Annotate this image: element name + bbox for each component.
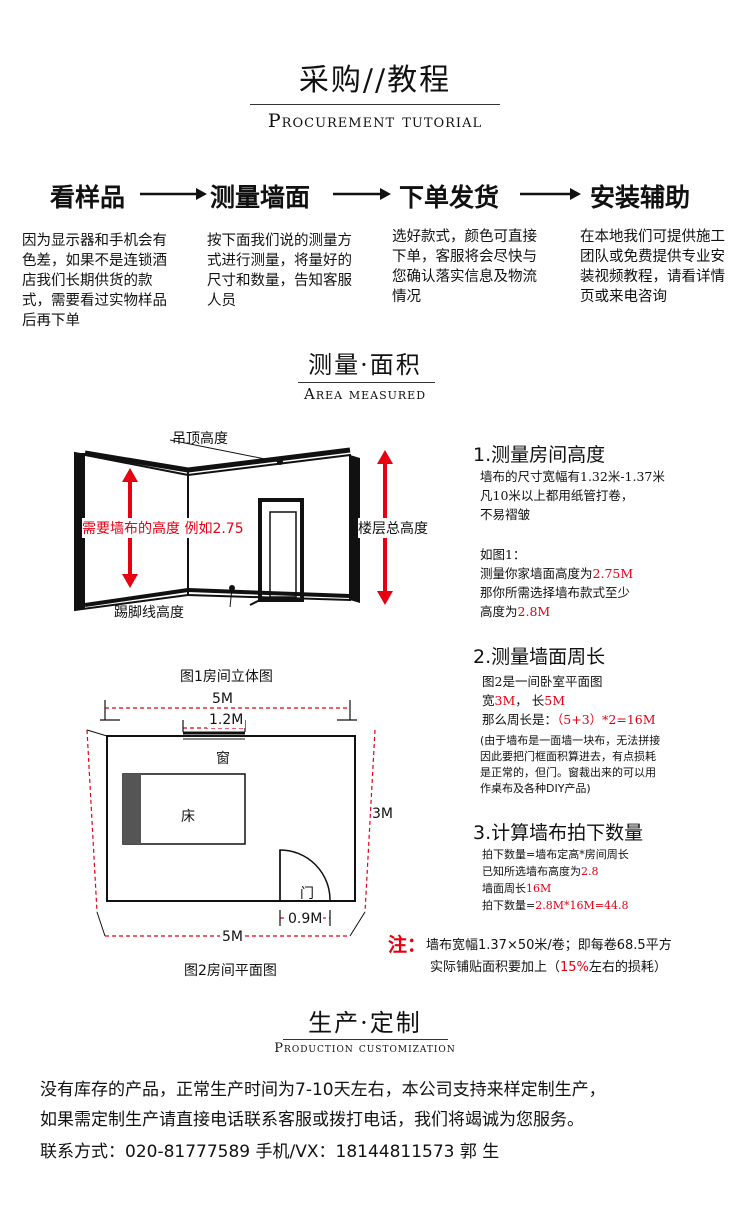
example-line-1: 测量你家墙面高度为2.75M <box>480 566 634 581</box>
step-3-desc: 选好款式，颜色可直接下单，客服将会尽快与您确认落实信息及物流情况 <box>392 229 537 305</box>
title-divider <box>250 104 500 105</box>
example-label: 如图1： <box>480 547 526 562</box>
example-line-3: 高度为2.8M <box>480 604 551 619</box>
plan-bottom-width: 5M <box>220 929 245 945</box>
plan-door-width: 0.9M <box>287 911 324 927</box>
section3-line-4: 拍下数量=2.8M*16M=44.8 <box>482 899 629 912</box>
fig1-caption: 图1房间立体图 <box>180 669 273 685</box>
step-arrows <box>140 188 581 200</box>
arrow-right-icon <box>333 188 391 200</box>
section1-line: 凡10米以上都用纸管打卷， <box>480 488 634 503</box>
area-subtitle: Area measured <box>303 385 427 403</box>
page-title: 采购//教程 <box>298 63 452 98</box>
area-title: 测量·面积 <box>308 351 422 379</box>
plan-top-width: 5M <box>210 691 235 707</box>
step-3-label: 下单发货 <box>399 183 500 212</box>
section2-body: 图2是一间卧室平面图 宽3M， 长5M 那么周长是：（5+3）*2=16M <box>482 672 656 729</box>
step-1-desc: 因为显示器和手机会有色差，如果不是连锁酒店我们长期供货的款式，需要看过实物样品后… <box>22 233 167 329</box>
arrow-right-icon <box>520 188 581 200</box>
ceiling-height-label: 吊顶高度 <box>172 431 228 447</box>
section3-body: 拍下数量=墙布定高*房间周长 已知所选墙布高度为2.8 墙面周长16M 拍下数量… <box>482 846 629 914</box>
floor-height-label: 楼层总高度 <box>358 518 428 538</box>
section2-line-1: 图2是一间卧室平面图 <box>482 674 603 689</box>
fig2-caption: 图2房间平面图 <box>184 963 277 979</box>
section3-line-3: 墙面周长16M <box>482 882 552 895</box>
section1-line: 不易褶皱 <box>480 507 531 522</box>
note-body: 墙布宽幅1.37×50米/卷；即每卷68.5平方 实际铺贴面积要加上（15%左右… <box>426 935 672 979</box>
section3-line-2: 已知所选墙布高度为2.8 <box>482 865 599 878</box>
plan-door-label: 门 <box>300 886 314 902</box>
plan-window-width: 1.2M <box>207 712 246 728</box>
room-3d-diagram <box>74 439 393 612</box>
step-2-desc: 按下面我们说的测量方式进行测量，将量好的尺寸和数量，告知客服人员 <box>207 233 352 309</box>
section1-body: 墙布的尺寸宽幅有1.32米-1.37米 凡10米以上都用纸管打卷， 不易褶皱 <box>480 467 665 524</box>
section2-note: (由于墙布是一面墙一块布，无法拼接 因此要把门框面积算进去，有点损耗 是正常的，… <box>480 734 661 795</box>
example-line-2: 那你所需选择墙布款式至少 <box>480 585 631 600</box>
skirting-height-label: 踢脚线高度 <box>114 605 184 621</box>
production-line-1: 没有库存的产品，正常生产时间为7-10天左右，本公司支持来样定制生产， <box>40 1080 606 1100</box>
step-1-label: 看样品 <box>50 183 126 212</box>
step-2-label: 测量墙面 <box>210 183 311 212</box>
contact-info: 联系方式：020-81777589 手机/VX：18144811573 郭 生 <box>40 1142 500 1162</box>
note-line-2: 实际铺贴面积要加上（15%左右的损耗） <box>430 960 667 975</box>
wall-height-label: 需要墙布的高度 例如2.75 <box>82 518 244 538</box>
production-title: 生产·定制 <box>308 1009 422 1037</box>
plan-window-label: 窗 <box>216 751 230 767</box>
section1-title: 1.测量房间高度 <box>473 444 606 466</box>
plan-bed-label: 床 <box>181 809 195 825</box>
section3-title: 3.计算墙布拍下数量 <box>473 822 644 844</box>
production-subtitle: Production customization <box>274 1041 456 1056</box>
plan-height: 3M <box>372 806 393 822</box>
section3-line-1: 拍下数量=墙布定高*房间周长 <box>482 848 629 861</box>
section2-title: 2.测量墙面周长 <box>473 646 606 668</box>
note-mark: 注： <box>388 934 427 956</box>
area-divider <box>298 382 435 383</box>
section2-line-2: 宽3M， 长5M <box>482 693 566 708</box>
floor-plan-diagram <box>86 700 376 937</box>
note-line-1: 墙布宽幅1.37×50米/卷；即每卷68.5平方 <box>426 938 672 953</box>
step-4-label: 安装辅助 <box>590 183 691 212</box>
step-4-desc: 在本地我们可提供施工团队或免费提供专业安装视频教程，请看详情页或来电咨询 <box>580 229 725 305</box>
production-line-2: 如果需定制生产请直接电话联系客服或拨打电话，我们将竭诚为您服务。 <box>40 1110 584 1130</box>
section1-example: 如图1： 测量你家墙面高度为2.75M 那你所需选择墙布款式至少 高度为2.8M <box>480 545 633 621</box>
page-subtitle: Procurement tutorial <box>267 110 483 132</box>
production-divider <box>283 1039 448 1040</box>
arrow-right-icon <box>140 188 207 200</box>
production-info: 没有库存的产品，正常生产时间为7-10天左右，本公司支持来样定制生产， 如果需定… <box>40 1075 740 1167</box>
section1-line: 墙布的尺寸宽幅有1.32米-1.37米 <box>480 469 665 484</box>
section2-line-3: 那么周长是：（5+3）*2=16M <box>482 712 656 727</box>
